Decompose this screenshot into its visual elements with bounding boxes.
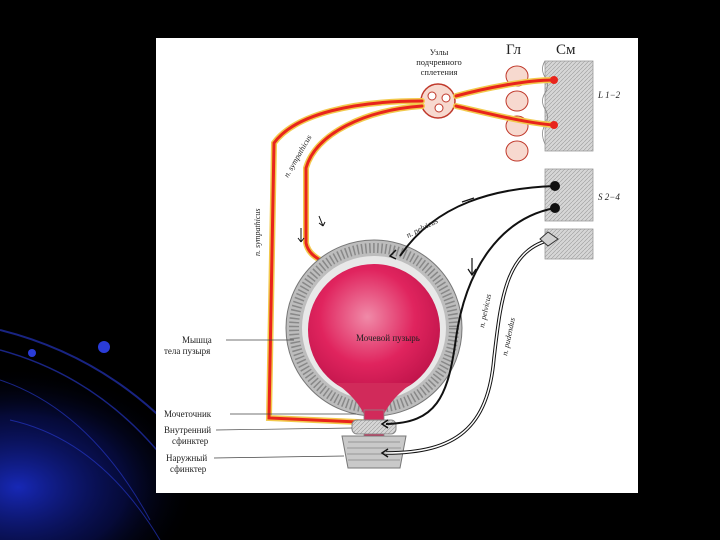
decorative-dot xyxy=(28,349,36,357)
external-sphincter-label: Наружный сфинктер xyxy=(166,453,344,474)
bladder-innervation-figure: Гл См Узлы подчревного сплетения L 1−2 S… xyxy=(156,38,638,493)
plexus-label-line1: Узлы xyxy=(430,47,449,57)
segment-sacral-label: S 2−4 xyxy=(598,192,620,202)
flow-arrows xyxy=(298,216,325,242)
bladder-cavity-label: Мочевой пузырь xyxy=(356,333,420,343)
pudendus-label: n. pudendus xyxy=(500,317,517,357)
svg-text:Мочеточник: Мочеточник xyxy=(164,409,212,419)
svg-text:тела пузыря: тела пузыря xyxy=(164,346,210,356)
pelvicus-lower-label: n. pelvicus xyxy=(477,293,493,328)
svg-text:сфинктер: сфинктер xyxy=(170,464,207,474)
muscle-label: Мышца тела пузыря xyxy=(164,335,294,356)
svg-text:Мышца: Мышца xyxy=(182,335,212,345)
spinal-cord-segment-lumbar xyxy=(543,61,594,151)
internal-sphincter-label: Внутренний сфинктер xyxy=(164,425,352,446)
bladder-cavity xyxy=(308,264,440,396)
plexus-label-line3: сплетения xyxy=(421,67,458,77)
pelvicus-upper-label: n. pelvicus xyxy=(405,216,440,240)
svg-text:сфинктер: сфинктер xyxy=(172,436,209,446)
spinal-cord-header: См xyxy=(556,42,576,58)
hypogastric-plexus-node xyxy=(421,84,455,118)
ganglia-header: Гл xyxy=(506,42,522,58)
svg-text:Наружный: Наружный xyxy=(166,453,207,463)
svg-text:Внутренний: Внутренний xyxy=(164,425,211,435)
plexus-label-line2: подчревного xyxy=(416,57,462,67)
decorative-dot xyxy=(98,341,110,353)
internal-sphincter xyxy=(352,420,396,434)
segment-lumbar-label: L 1−2 xyxy=(597,90,621,100)
sympathicus-left-label: n. sympathicus xyxy=(253,208,262,256)
urethra-label: Мочеточник xyxy=(164,409,356,419)
